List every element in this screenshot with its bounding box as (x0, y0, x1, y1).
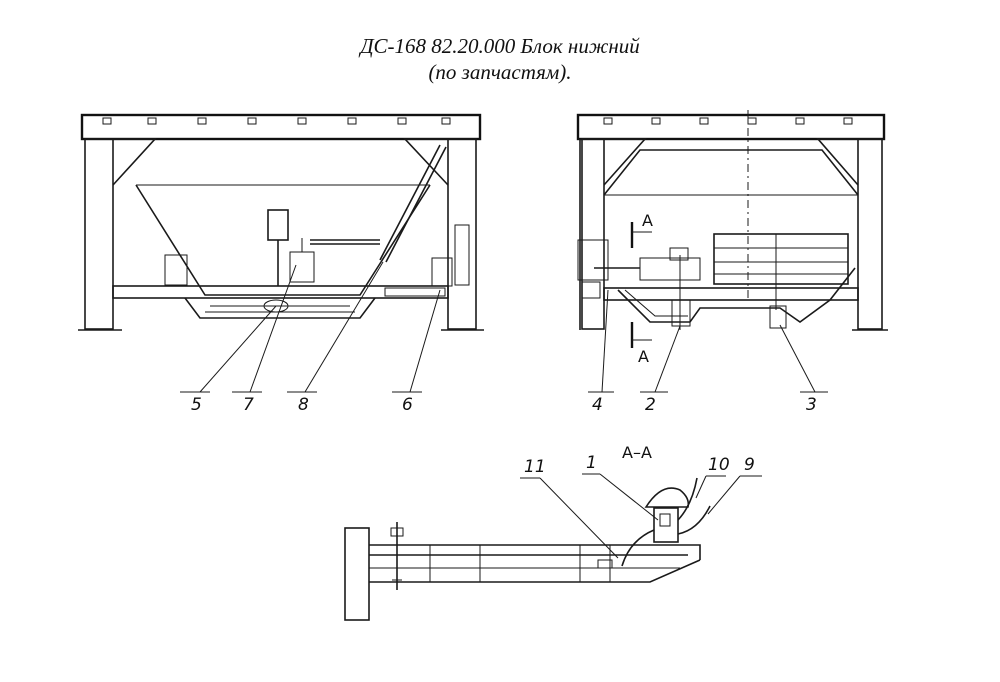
section-mark-bottom: А (638, 347, 649, 366)
callout-3: 3 (806, 395, 817, 415)
left-view: 5 7 8 6 (78, 113, 484, 415)
callout-7: 7 (243, 395, 254, 415)
callout-9: 9 (744, 455, 755, 475)
callout-11: 11 (524, 457, 546, 477)
callout-10: 10 (708, 455, 730, 475)
callout-8: 8 (298, 395, 309, 415)
callout-5: 5 (191, 395, 202, 415)
right-view: А А 4 2 3 (576, 110, 888, 415)
callout-6: 6 (402, 395, 413, 415)
section-view-a-a: А–А 11 1 10 9 (344, 443, 762, 621)
section-mark-top: А (642, 211, 653, 230)
drawing-subtitle: (по запчастям). (428, 60, 572, 84)
section-title: А–А (622, 443, 652, 462)
callout-2: 2 (645, 395, 656, 415)
callout-4: 4 (592, 395, 603, 415)
callout-1: 1 (586, 453, 597, 473)
drawing-title: ДС-168 82.20.000 Блок нижний (360, 34, 640, 58)
